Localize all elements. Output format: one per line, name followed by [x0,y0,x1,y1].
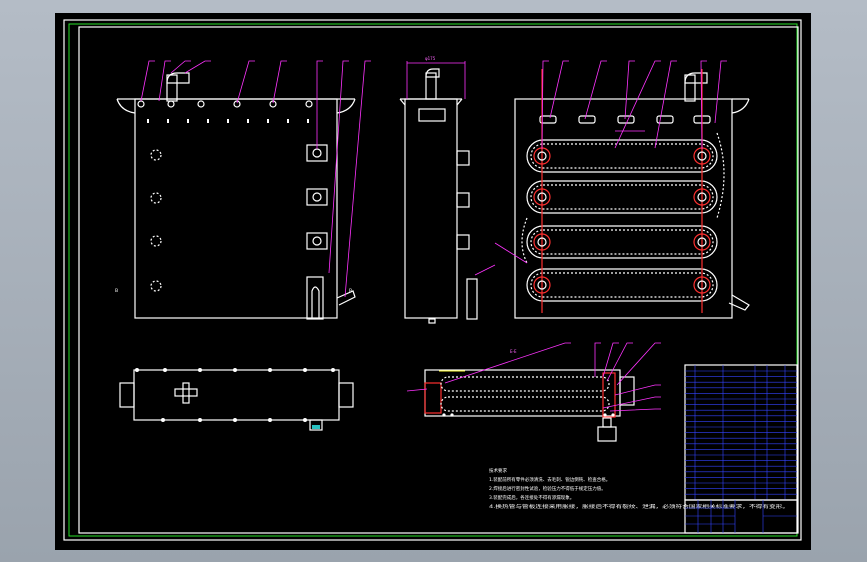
notes-title: 技术要求 [489,467,507,474]
title-block [684,499,798,534]
note-4: 4.换热管与管板连接采用胀接，胀接后不得有裂纹、泄漏，必须符合国家相关标准要求，… [489,503,789,510]
front-left-mark: B [115,288,118,294]
side-view: φ175 [399,56,496,324]
parts-list [684,364,798,501]
section-view-e: E-E [406,342,661,442]
sheet-border-outer [63,19,802,541]
note-2: 2.焊接后进行密封性试验，检验压力不得低于规定压力值。 [489,485,606,492]
front-right-mark: B [349,288,352,294]
cad-drawing-viewport: B B φ175 [55,13,811,550]
note-1: 1.装配前所有零件必须清洗、去毛刺、锐边倒钝、检查合格。 [489,476,610,483]
front-view: B B [115,60,371,320]
section-e-label: E-E [510,349,517,354]
drawing-canvas: B B φ175 [63,19,802,541]
top-view [119,368,354,431]
note-3: 3.装配完成后，各连接处不得有渗漏现象。 [489,494,574,501]
sheet-border-inner [78,26,799,534]
side-dimension-label: φ175 [425,56,436,61]
section-view-tubes [494,60,750,319]
technical-notes: 技术要求 1.装配前所有零件必须清洗、去毛刺、锐边倒钝、检查合格。 2.焊接后进… [489,467,789,510]
sheet-border-green [68,23,798,537]
